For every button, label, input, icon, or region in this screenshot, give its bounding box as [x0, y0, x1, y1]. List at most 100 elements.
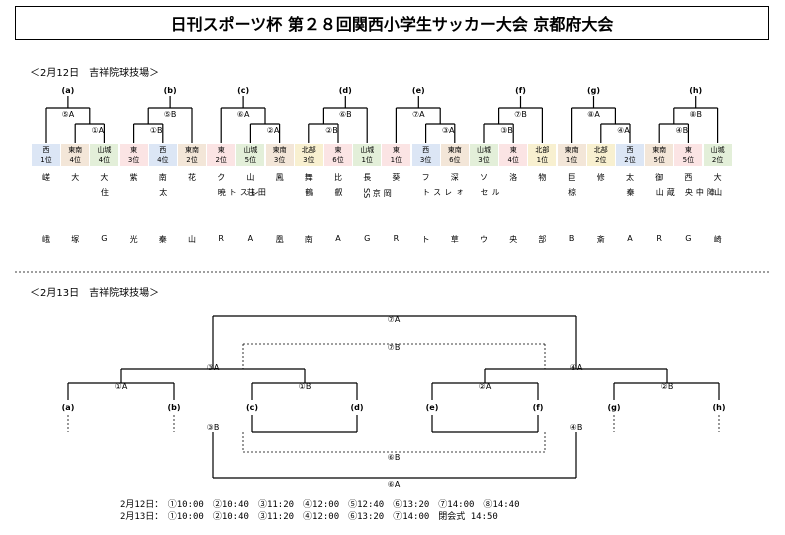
match-label: ⑤B: [164, 110, 177, 119]
team-name-part: A: [627, 234, 633, 243]
group-label: (b): [164, 86, 177, 95]
team-name-part: 山: [188, 235, 196, 244]
match-label: ⑥B: [388, 453, 401, 462]
match-label: ⑦B: [514, 110, 527, 119]
team-position-badge: 東南 5位: [645, 144, 674, 166]
match-label: ①B: [150, 126, 163, 135]
group-label: (f): [515, 86, 526, 95]
team-name-part: 鶴: [304, 188, 314, 196]
group-label: (d): [339, 86, 352, 95]
team-position-badge: 東南 3位: [265, 144, 294, 166]
team-name-part: 斎: [596, 235, 605, 244]
team-name-part: 大: [71, 173, 80, 182]
team-name-part: 央: [509, 235, 518, 244]
team-name-part: 山: [246, 173, 255, 182]
team-position-badge: 東南 6位: [440, 144, 469, 166]
team-position-badge: 山城 1位: [353, 144, 382, 166]
team-position-badge: 東 4位: [499, 144, 528, 166]
match-label: ②B: [661, 382, 674, 391]
match-label: ⑧B: [689, 110, 702, 119]
group-label: (h): [689, 86, 702, 95]
group-label: (a): [62, 403, 75, 412]
team-name-part: 山: [713, 188, 723, 196]
team-name-part: G: [685, 234, 692, 243]
team-position-badge: 東 1位: [382, 144, 411, 166]
match-label: ②A: [479, 382, 492, 391]
team-name-part: 太: [158, 188, 168, 196]
team-name-part: 叡: [334, 188, 343, 196]
team-name-part: 深: [450, 173, 459, 182]
team-name-part: 陣中央: [684, 188, 716, 196]
schedule-day1: 2月12日： ①10:00 ②10:40 ③11:20 ④12:00 ⑤12:4…: [120, 500, 520, 510]
team-name-part: ク: [217, 173, 226, 182]
match-label: ⑥B: [339, 110, 352, 119]
team-position-badge: 東南 4位: [61, 144, 90, 166]
team-position-badge: 北部 1位: [528, 144, 557, 166]
team-name-part: 住: [100, 188, 110, 196]
team-name-part: フ: [421, 173, 430, 182]
match-label: ④B: [570, 423, 583, 432]
team-name-part: 岡京SS: [362, 188, 393, 199]
team-name-part: 崎: [713, 235, 722, 244]
team-name-part: 秦: [626, 188, 635, 196]
team-name-part: 凰: [275, 235, 284, 244]
match-label: ③B: [500, 126, 513, 135]
match-label: ①A: [91, 126, 104, 135]
group-label: (b): [167, 403, 180, 412]
team-name-part: 草: [450, 235, 459, 244]
match-label: ④A: [617, 126, 630, 135]
team-position-badge: 東 3位: [119, 144, 148, 166]
match-label: ②A: [267, 126, 280, 135]
team-name-part: 葵: [392, 173, 401, 182]
team-position-badge: 東南 2位: [178, 144, 206, 166]
team-name-part: 洛: [509, 173, 518, 182]
team-position-badge: 東 2位: [207, 144, 236, 166]
team-name-part: 舞: [304, 173, 313, 182]
team-name-part: ト: [421, 235, 430, 244]
team-name-part: 物: [538, 173, 547, 182]
page-title: 日刊スポーツ杯 第２８回関西小学生サッカー大会 京都府大会: [15, 6, 769, 40]
team-position-badge: 西 1位: [32, 144, 60, 166]
group-label: (h): [712, 403, 725, 412]
team-name-part: 秦: [158, 235, 167, 244]
match-label: ⑦A: [412, 110, 425, 119]
team-name-part: 大: [713, 173, 722, 182]
match-label: ②B: [325, 126, 338, 135]
team-name-part: 紫: [129, 173, 138, 182]
group-label: (g): [607, 403, 620, 412]
group-label: (c): [237, 86, 249, 95]
match-label: ④B: [675, 126, 688, 135]
match-label: ⑦B: [388, 343, 401, 352]
team-name-part: 椋: [567, 188, 577, 196]
team-name-part: 比: [334, 173, 342, 182]
team-name-part: 南: [304, 235, 313, 244]
team-position-badge: 東 5位: [674, 144, 703, 166]
match-label: ③A: [442, 126, 455, 135]
team-name-part: A: [335, 234, 341, 243]
team-name-part: 西: [684, 173, 693, 182]
team-position-badge: 山城 2位: [703, 144, 732, 166]
team-name-part: ウ: [480, 235, 488, 244]
match-label: ⑥A: [388, 480, 401, 489]
team-name-part: G: [101, 234, 108, 243]
team-name-part: R: [393, 234, 400, 243]
team-name-part: 花: [188, 173, 196, 182]
team-name-part: 部: [538, 235, 547, 244]
team-position-badge: 東南 1位: [557, 144, 586, 166]
team-position-badge: 東 6位: [324, 144, 352, 166]
group-label: (c): [246, 403, 258, 412]
team-position-badge: 山城 4位: [90, 144, 119, 166]
match-label: ③B: [207, 423, 220, 432]
team-position-badge: 北部 2位: [586, 144, 615, 166]
team-name-part: レスト暁: [217, 188, 260, 196]
team-position-badge: 西 3位: [411, 144, 440, 166]
team-name-part: ソ: [480, 173, 488, 182]
team-name-part: 蔵山: [655, 188, 676, 196]
team-position-badge: 山城 3位: [470, 144, 498, 166]
match-label: ⑤A: [62, 110, 75, 119]
team-name-part: A: [247, 234, 254, 243]
match-label: ⑧A: [587, 110, 600, 119]
team-name-part: 巨: [567, 173, 576, 182]
group-label: (d): [350, 403, 363, 412]
